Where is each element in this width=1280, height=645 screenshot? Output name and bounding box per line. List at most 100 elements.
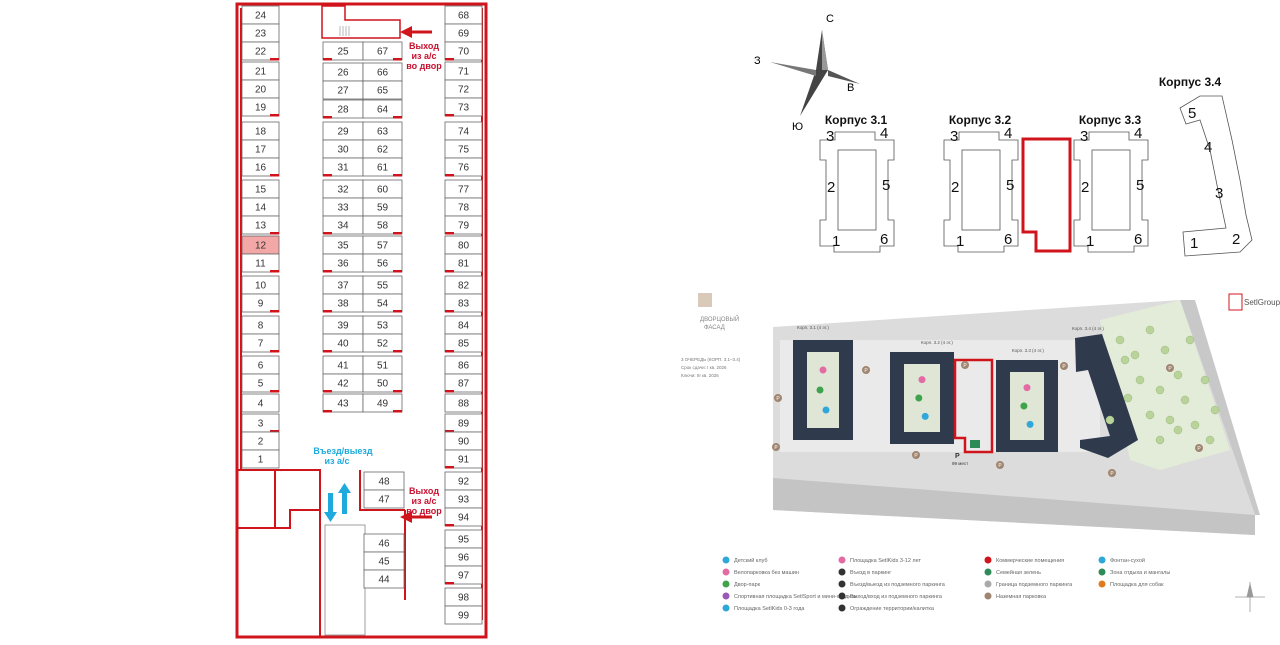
parking-spot-6: 6 xyxy=(241,355,280,375)
legend-item: Двор-парк xyxy=(722,580,761,588)
legend-swatch-icon xyxy=(1098,556,1106,564)
section-number: 3 xyxy=(1215,185,1223,202)
marker-letter: Р xyxy=(1110,471,1114,477)
spot-number: 52 xyxy=(377,339,389,350)
spot-number: 16 xyxy=(255,163,267,174)
spot-number: 28 xyxy=(337,105,349,116)
spot-number: 66 xyxy=(377,68,389,79)
parking-spot-90: 90 xyxy=(444,431,483,451)
project-logo-line2: ФАСАД xyxy=(704,325,725,331)
parking-spot-69: 69 xyxy=(444,23,483,43)
parking-spot-40: 40 xyxy=(322,333,364,353)
parking-spot-18: 18 xyxy=(241,121,280,141)
legend-label: Двор-парк xyxy=(734,582,761,588)
spot-number: 41 xyxy=(337,361,349,372)
info-line-1: 3 ОЧЕРЕДЬ (КОРП. 3.1–3.4) xyxy=(681,357,741,362)
spots-right-column: 6869707172737475767778798081828384858687… xyxy=(444,5,483,625)
section-number: 5 xyxy=(1006,177,1014,194)
parking-spot-8: 8 xyxy=(241,315,280,335)
spot-number: 24 xyxy=(255,11,267,22)
marker-letter: Р xyxy=(776,396,780,402)
spot-number: 5 xyxy=(258,379,264,390)
legend-label: Граница подземного паркинга xyxy=(996,582,1073,588)
spot-number: 90 xyxy=(458,437,470,448)
key-building-name: Корпус 3.3 xyxy=(1079,113,1142,127)
parking-spot-52: 52 xyxy=(362,333,403,353)
legend-label: Спортивная площадка SetlSport и мини-ста… xyxy=(734,594,857,600)
legend-item: Граница подземного паркинга xyxy=(984,580,1073,588)
legend-label: Площадка для собак xyxy=(1110,582,1164,588)
parking-spot-97: 97 xyxy=(444,565,483,585)
section-number: 2 xyxy=(951,179,959,196)
parking-spot-81: 81 xyxy=(444,253,483,273)
spot-number: 43 xyxy=(337,399,349,410)
parking-spot-41: 41 xyxy=(322,355,364,375)
parking-spot-74: 74 xyxy=(444,121,483,141)
parking-spot-7: 7 xyxy=(241,333,280,353)
spot-number: 48 xyxy=(378,477,390,488)
parking-spot-77: 77 xyxy=(444,179,483,199)
spot-number: 78 xyxy=(458,203,470,214)
parking-spot-63: 63 xyxy=(362,121,403,141)
spot-number: 60 xyxy=(377,185,389,196)
parking-spot-28: 28 xyxy=(322,99,364,119)
spot-number: 87 xyxy=(458,379,470,390)
parking-spot-4: 4 xyxy=(241,393,280,413)
spot-number: 6 xyxy=(258,361,264,372)
parking-marker: Р xyxy=(1060,362,1068,370)
compass-west: З xyxy=(754,55,761,67)
legend-label: Площадка SetlKids 0-3 года xyxy=(734,606,805,612)
section-number: 5 xyxy=(1136,177,1144,194)
parking-spot-67: 67 xyxy=(362,41,403,61)
exit-bottom-line1: Выход xyxy=(409,486,439,496)
legend-label: Детский клуб xyxy=(734,557,768,564)
parking-spot-71: 71 xyxy=(444,61,483,81)
parking-spot-58: 58 xyxy=(362,215,403,235)
parking-spot-34: 34 xyxy=(322,215,364,235)
section-number: 3 xyxy=(826,128,834,145)
site-label-3-2: Корп. 3.2 (4 эт.) xyxy=(921,340,953,345)
spot-number: 79 xyxy=(458,221,470,232)
parking-spot-72: 72 xyxy=(444,79,483,99)
section-number: 2 xyxy=(1081,179,1089,196)
spot-number: 70 xyxy=(458,47,470,58)
spot-number: 49 xyxy=(377,399,389,410)
spot-number: 10 xyxy=(255,281,267,292)
spot-number: 54 xyxy=(377,299,389,310)
spot-number: 68 xyxy=(458,11,470,22)
section-number: 5 xyxy=(882,177,890,194)
spot-number: 36 xyxy=(337,259,349,270)
site-parking-capacity: 99 мест xyxy=(952,461,968,466)
legend-item: Въезд/выезд из подземного паркинга xyxy=(838,580,946,588)
entry-arrows xyxy=(324,483,351,522)
legend-item: Детский клуб xyxy=(722,556,768,564)
site-plan: SetlGroup ДВОРЦОВЫЙ ФАСАД 3 ОЧЕРЕДЬ (КОР… xyxy=(681,293,1280,535)
section-number: 6 xyxy=(880,231,888,248)
legend-swatch-icon xyxy=(838,568,846,576)
spot-number: 29 xyxy=(337,127,349,138)
site-label-3-1: Корп. 3.1 (4 эт.) xyxy=(797,325,829,330)
parking-spot-25: 25 xyxy=(322,41,364,61)
spot-number: 81 xyxy=(458,259,470,270)
parking-spot-21: 21 xyxy=(241,61,280,81)
legend-item: Площадка для собак xyxy=(1098,580,1164,588)
parking-spot-16: 16 xyxy=(241,157,280,177)
spot-number: 69 xyxy=(458,29,470,40)
parking-marker: Р xyxy=(1166,364,1174,372)
parking-spot-10: 10 xyxy=(241,275,280,295)
legend-swatch-icon xyxy=(838,592,846,600)
compass-east: В xyxy=(847,82,854,94)
spot-number: 31 xyxy=(337,163,349,174)
spot-number: 65 xyxy=(377,86,389,97)
parking-marker: Р xyxy=(912,451,920,459)
spot-number: 17 xyxy=(255,145,267,156)
spot-number: 15 xyxy=(255,185,267,196)
marker-letter: Р xyxy=(963,363,967,369)
legend-swatch-icon xyxy=(722,568,730,576)
legend-swatch-icon xyxy=(722,580,730,588)
